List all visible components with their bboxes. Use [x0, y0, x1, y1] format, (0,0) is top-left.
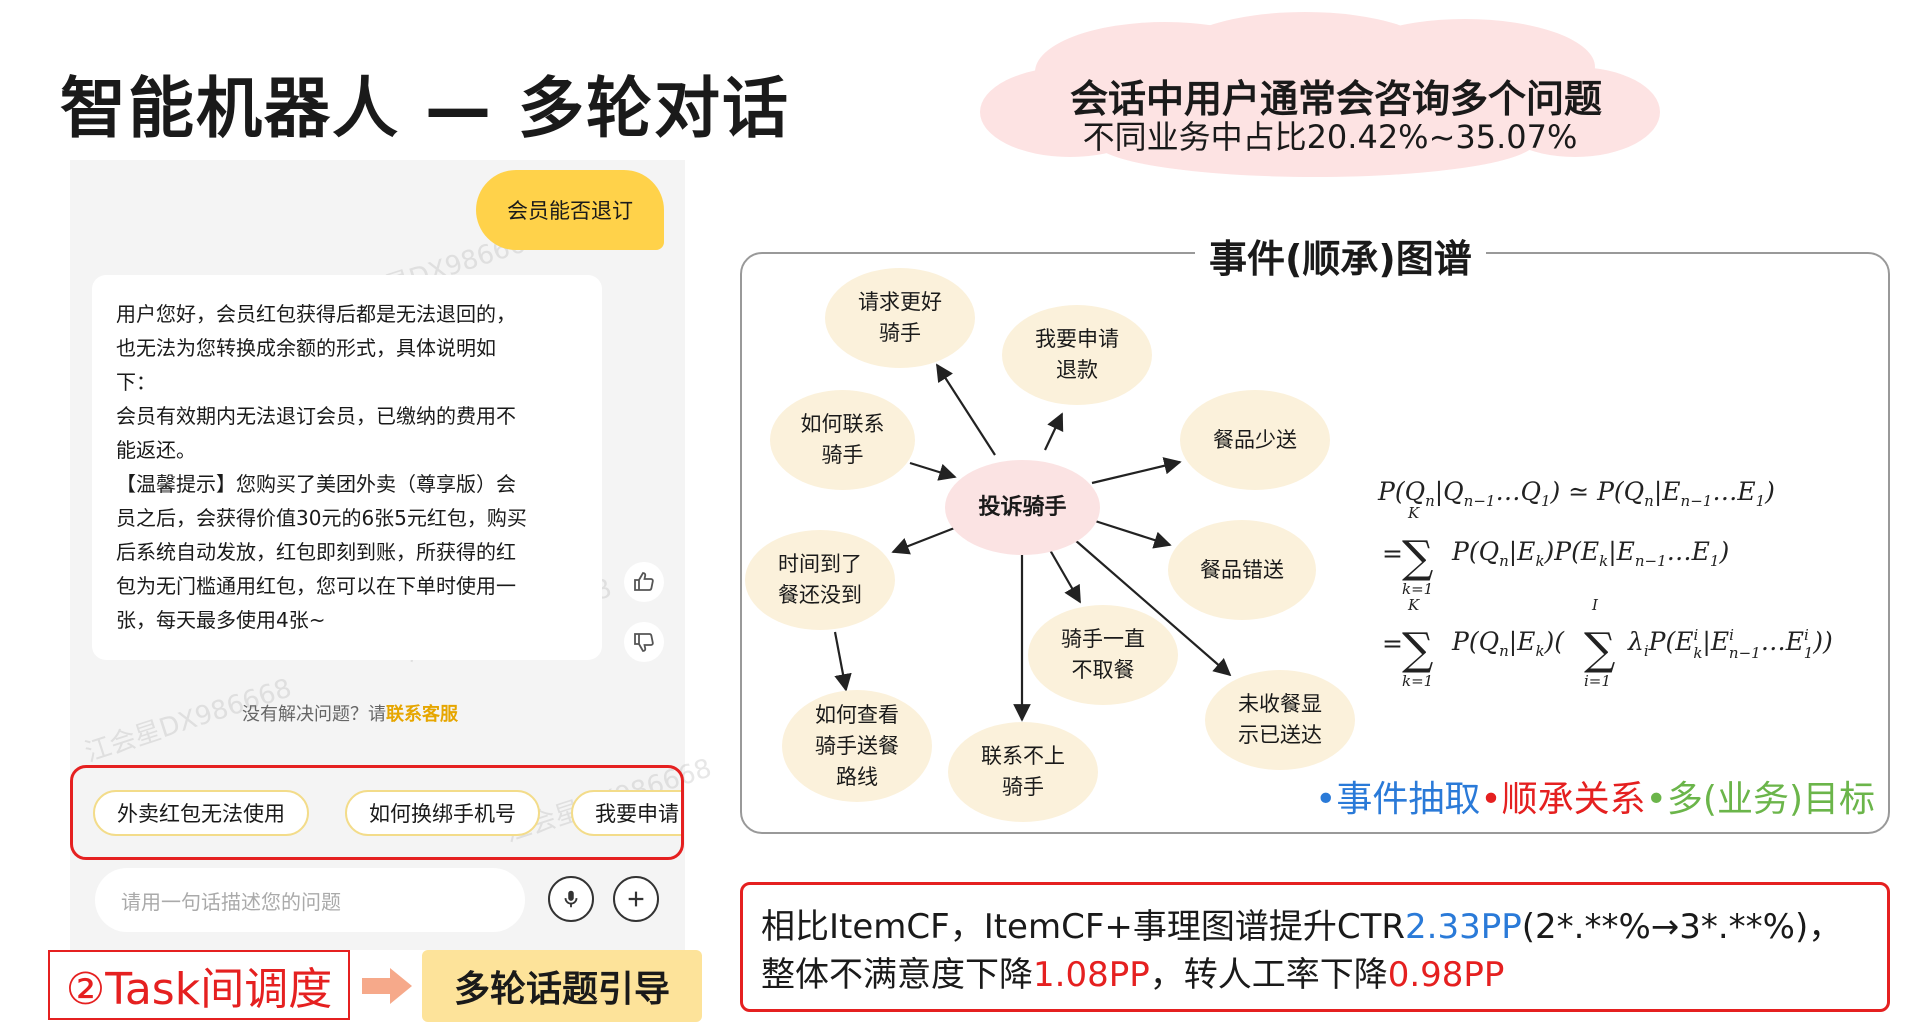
topic-guidance-label: 多轮话题引导: [422, 950, 702, 1022]
svg-text:P(Qn|Ek)P(Ek|En−1…E1): P(Qn|Ek)P(Ek|En−1…E1): [1451, 537, 1729, 570]
unsolved-hint: 没有解决问题？请联系客服: [90, 700, 610, 726]
method-tags: •事件抽取•顺承关系•多(业务)目标: [1300, 770, 1875, 822]
cloud-sub-text: 不同业务中占比20.42%~35.07%: [1082, 118, 1578, 156]
event-node: 如何联系 骑手: [770, 390, 915, 490]
cloud-main-text: 会话中用户通常会咨询多个问题: [1070, 77, 1603, 121]
suggestion-chip[interactable]: 如何换绑手机号: [345, 790, 540, 836]
edge-arrow: [909, 461, 957, 481]
result-summary-box: 相比ItemCF，ItemCF+事理图谱提升CTR2.33PP(2*.**%→3…: [740, 882, 1890, 1012]
svg-text:I: I: [1591, 596, 1599, 614]
bot-message-line: 【温馨提示】您购买了美团外卖（尊享版）会: [116, 472, 516, 496]
edge-arrow: [936, 363, 996, 456]
svg-text:λiP(Eik|Ein−1…Ei1)): λiP(Eik|Ein−1…Ei1)): [1627, 626, 1833, 662]
unsolved-text: 没有解决问题？请: [242, 704, 386, 725]
svg-text:K: K: [1407, 596, 1420, 614]
svg-text:P(Qn|Qn−1…Q1) ≃ P(Qn|En−1…E1): P(Qn|Qn−1…Q1) ≃ P(Qn|En−1…E1): [1377, 477, 1775, 510]
svg-text:=: =: [1382, 629, 1403, 658]
cloud-callout: [980, 12, 1660, 177]
edge-arrow: [1044, 412, 1064, 451]
bot-message-line: 张，每天最多使用4张~: [116, 608, 326, 632]
event-node: 我要申请 退款: [1002, 305, 1152, 405]
task-scheduling-label: ②Task间调度: [48, 950, 350, 1020]
tag-event-extraction: •事件抽取: [1315, 779, 1481, 820]
svg-text:k=1: k=1: [1402, 672, 1433, 690]
slide-title: 智能机器人 — 多轮对话: [60, 70, 790, 147]
input-placeholder: 请用一句话描述您的问题: [121, 889, 341, 914]
bot-message-line: 员之后，会获得价值30元的6张5元红包，购买: [116, 506, 527, 530]
event-node: 时间到了 餐还没到: [745, 530, 895, 630]
svg-text:∑: ∑: [1402, 532, 1433, 583]
svg-text:=: =: [1382, 539, 1403, 568]
tag-multi-objective: •多(业务)目标: [1645, 779, 1875, 820]
event-node: 餐品少送: [1180, 390, 1330, 490]
user-message-text: 会员能否退订: [507, 199, 633, 223]
probability-formula: P(Qn|Qn−1…Q1) ≃ P(Qn|En−1…E1) = K ∑ k=1 …: [1377, 477, 1833, 690]
bot-message-line: 包为无门槛通用红包，您可以在下单时使用一: [116, 574, 516, 598]
bot-message-line: 后系统自动发放，红包即刻到账，所获得的红: [116, 540, 516, 564]
edge-arrow: [891, 525, 958, 555]
svg-text:K: K: [1407, 504, 1420, 522]
plus-icon[interactable]: [613, 876, 659, 922]
event-node: 如何查看 骑手送餐 路线: [782, 690, 932, 802]
result-line-2: 整体不满意度下降1.08PP，转人工率下降0.98PP: [761, 955, 1505, 995]
event-graph-title: 事件(顺承)图谱: [1195, 228, 1486, 283]
svg-text:i=1: i=1: [1584, 672, 1611, 690]
result-line-1: 相比ItemCF，ItemCF+事理图谱提升CTR2.33PP(2*.**%→3…: [761, 907, 1843, 947]
svg-text:P(Qn|Ek)(: P(Qn|Ek)(: [1451, 627, 1565, 660]
bot-message-bubble: 用户您好，会员红包获得后都是无法退回的， 也无法为您转换成余额的形式，具体说明如…: [92, 275, 602, 660]
event-node: 联系不上 骑手: [948, 722, 1098, 822]
microphone-icon[interactable]: [548, 876, 594, 922]
bot-message-line: 也无法为您转换成余额的形式，具体说明如: [116, 336, 496, 360]
edge-arrow: [1091, 457, 1182, 485]
user-message-bubble: 会员能否退订: [476, 170, 664, 250]
thumbs-up-icon[interactable]: [624, 562, 664, 602]
contact-support-link[interactable]: 联系客服: [386, 704, 458, 725]
svg-text:k=1: k=1: [1402, 580, 1433, 598]
thumbs-down-icon[interactable]: [624, 622, 664, 662]
event-node: 未收餐显 示已送达: [1205, 670, 1355, 770]
event-node: 骑手一直 不取餐: [1028, 605, 1178, 705]
bot-message-line: 用户您好，会员红包获得后都是无法退回的，: [116, 302, 516, 326]
edge-arrow: [1074, 539, 1232, 677]
event-node-center: 投诉骑手: [945, 460, 1100, 555]
edge-arrow: [833, 631, 852, 692]
suggestion-chip[interactable]: 外卖红包无法使用: [93, 790, 309, 836]
arrow-right-icon: [362, 968, 412, 1004]
message-input[interactable]: 请用一句话描述您的问题: [95, 868, 525, 932]
edge-arrow: [1049, 549, 1081, 604]
svg-text:∑: ∑: [1402, 624, 1433, 675]
event-node: 请求更好 骑手: [825, 268, 975, 368]
suggestion-chip[interactable]: 我要申请: [571, 790, 681, 836]
suggestion-chips-highlight: 外卖红包无法使用 如何换绑手机号 我要申请: [70, 765, 684, 860]
event-node: 餐品错送: [1168, 520, 1316, 620]
svg-text:∑: ∑: [1584, 624, 1615, 675]
tag-succession-relation: •顺承关系: [1480, 779, 1646, 820]
bot-message-line: 会员有效期内无法退订会员，已缴纳的费用不: [116, 404, 516, 428]
bot-message-line: 能返还。: [116, 438, 196, 462]
bot-message-line: 下：: [116, 370, 156, 394]
edge-arrow: [1091, 518, 1172, 549]
